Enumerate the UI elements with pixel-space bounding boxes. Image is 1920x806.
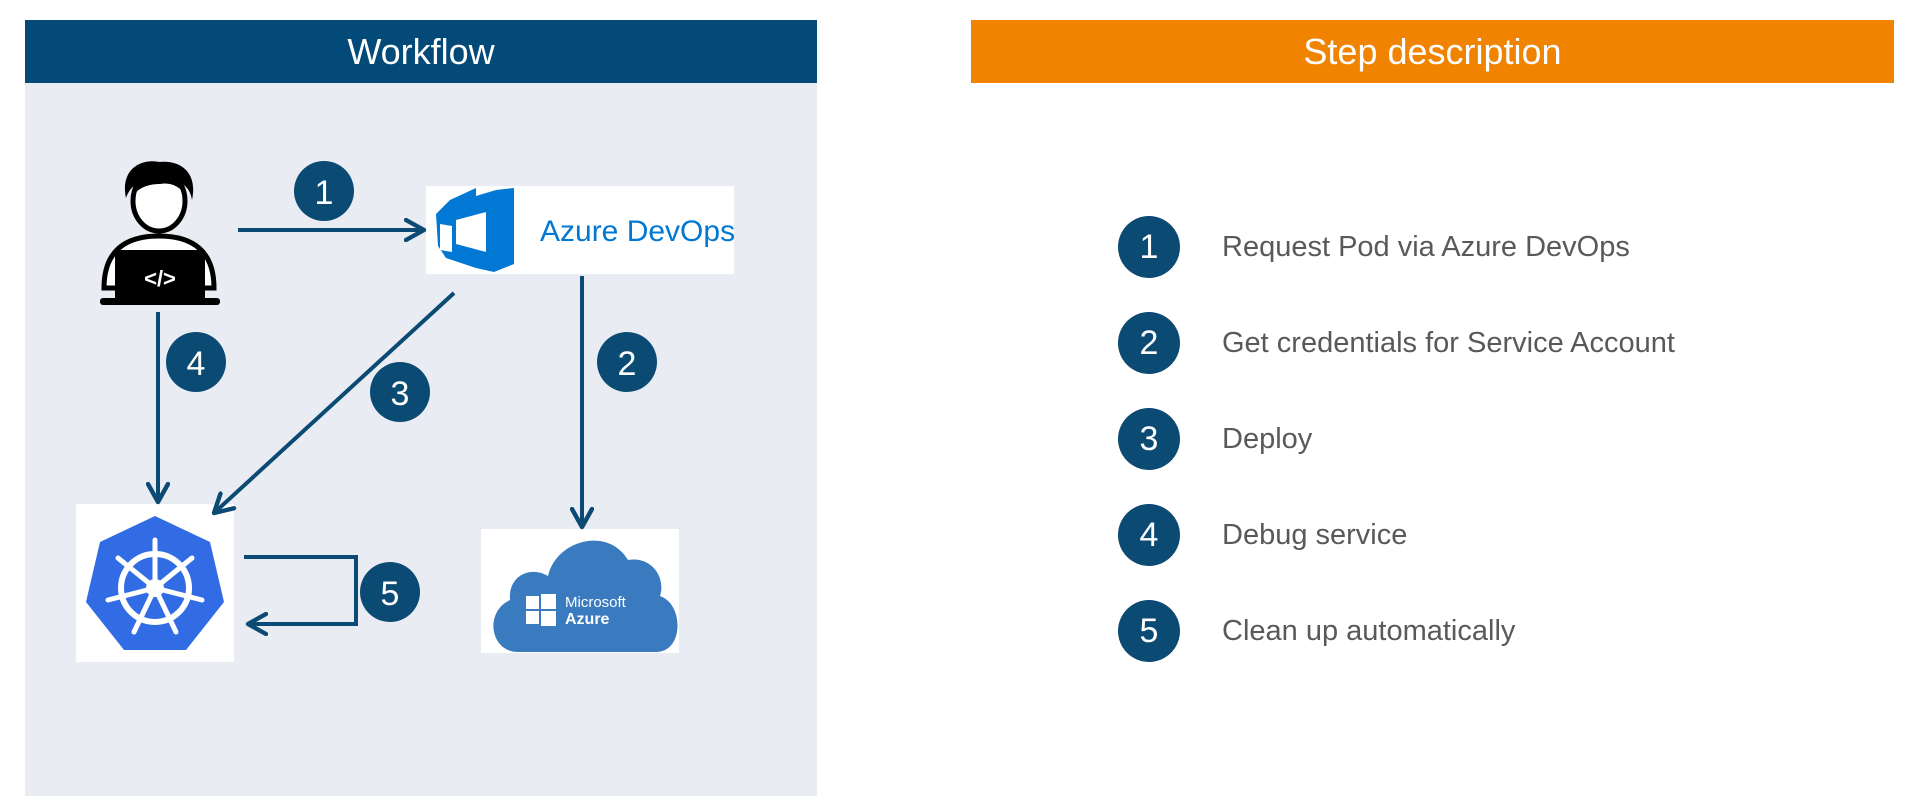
step-number-badge: 4 — [1118, 504, 1180, 566]
arrow-step-3 — [214, 291, 456, 513]
azure-devops-logo: Azure DevOps — [426, 186, 735, 274]
description-header: Step description — [971, 20, 1894, 83]
marker-step-3: 3 — [370, 362, 430, 422]
azure-devops-logo-icon — [436, 188, 514, 272]
marker-step-1: 1 — [294, 161, 354, 221]
marker-step-4: 4 — [166, 332, 226, 392]
marker-step-2: 2 — [597, 332, 657, 392]
developer-laptop-icon: </> — [100, 161, 220, 305]
step-text: Deploy — [1222, 422, 1313, 455]
step-text: Clean up automatically — [1222, 614, 1516, 647]
step-item-3: 3 Deploy — [1118, 407, 1818, 471]
workflow-title: Workflow — [347, 30, 495, 72]
microsoft-azure-logo: Microsoft Azure — [481, 529, 679, 653]
step-item-4: 4 Debug service — [1118, 503, 1818, 567]
arrow-step-5 — [244, 555, 358, 624]
step-item-1: 1 Request Pod via Azure DevOps — [1118, 215, 1818, 279]
svg-text:5: 5 — [381, 575, 400, 613]
cloud-label-line2: Azure — [565, 611, 610, 628]
marker-step-5: 5 — [360, 562, 420, 622]
workflow-header: Workflow — [25, 20, 817, 83]
step-number-badge: 1 — [1118, 216, 1180, 278]
kubernetes-logo — [76, 504, 234, 662]
step-text: Debug service — [1222, 518, 1408, 551]
kubernetes-wheel-icon — [86, 516, 224, 650]
step-text: Request Pod via Azure DevOps — [1222, 230, 1630, 263]
svg-text:3: 3 — [391, 375, 410, 413]
cloud-label-line1: Microsoft — [565, 594, 627, 611]
devops-label: Azure DevOps — [540, 215, 735, 248]
step-item-5: 5 Clean up automatically — [1118, 599, 1818, 663]
microsoft-azure-cloud-icon: Microsoft Azure — [493, 540, 678, 652]
step-item-2: 2 Get credentials for Service Account — [1118, 311, 1818, 375]
step-number-badge: 5 — [1118, 600, 1180, 662]
svg-text:2: 2 — [618, 345, 637, 383]
svg-text:1: 1 — [315, 174, 334, 212]
step-text: Get credentials for Service Account — [1222, 326, 1675, 359]
step-number-badge: 2 — [1118, 312, 1180, 374]
description-title: Step description — [1303, 30, 1562, 72]
svg-text:4: 4 — [187, 345, 206, 383]
step-number-badge: 3 — [1118, 408, 1180, 470]
svg-text:</>: </> — [144, 266, 176, 291]
